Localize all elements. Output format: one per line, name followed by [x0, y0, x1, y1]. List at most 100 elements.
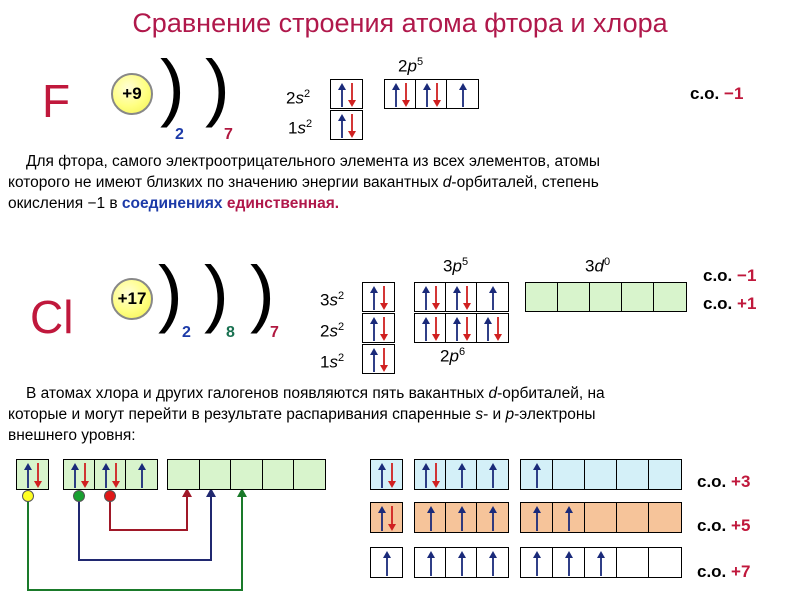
green-dot — [73, 490, 85, 502]
excited2-3p-orbital-cell — [476, 502, 509, 533]
electron-down-arrow-icon — [462, 317, 471, 341]
fluorine-2p-orbital-cell — [384, 79, 417, 109]
paragraph1-line3: окисления −1 в соединениях единственная. — [8, 195, 340, 212]
fluorine-1s-label: 1s2 — [288, 118, 313, 138]
paragraph2-line2: которые и могут перейти в результате рас… — [8, 406, 596, 423]
electron-up-arrow-icon — [382, 551, 391, 576]
electron-up-arrow-icon — [488, 551, 497, 576]
excited2-3d-orbital-cell — [520, 502, 554, 533]
electron-down-arrow-icon — [431, 286, 440, 310]
chlorine-3p-orbital-cell — [414, 282, 447, 312]
excited1-3p-orbital-cell — [445, 459, 478, 490]
electron-up-arrow-icon — [369, 317, 378, 341]
paragraph1-line1: Для фтора, самого электроотрицательного … — [26, 153, 601, 170]
fluorine-shell-2-count: 7 — [224, 126, 233, 143]
electron-up-arrow-icon — [457, 463, 466, 488]
electron-down-arrow-icon — [111, 463, 120, 488]
page-title: Сравнение строения атома фтора и хлора — [132, 8, 668, 38]
electron-down-arrow-icon — [379, 317, 388, 341]
electron-down-arrow-icon — [493, 317, 502, 341]
fluorine-shell-1-count: 2 — [175, 126, 184, 143]
excited3-3d-orbital-cell — [648, 547, 682, 578]
transition-line-p2 — [109, 492, 188, 531]
excited-state-2-oxidation: с.о. +5 — [697, 516, 751, 535]
excited2-3p-orbital-cell — [445, 502, 478, 533]
ground-3p-orbital-cell — [63, 459, 96, 490]
electron-up-arrow-icon — [101, 463, 110, 488]
electron-up-arrow-icon — [565, 506, 573, 531]
electron-up-arrow-icon — [23, 463, 32, 488]
fluorine-shell-1-arc: ) — [160, 45, 185, 128]
electron-up-arrow-icon — [422, 83, 431, 107]
electron-up-arrow-icon — [369, 348, 378, 372]
excited2-3p-orbital-cell — [414, 502, 447, 533]
excited-state-1-oxidation: с.о. +3 — [697, 472, 751, 491]
transition-arrowhead-s — [237, 488, 247, 497]
excited2-3d-orbital-cell — [584, 502, 618, 533]
electron-up-arrow-icon — [533, 463, 541, 488]
chlorine-3d-orbital-cell — [525, 282, 559, 312]
chlorine-2p-orbital-cell — [414, 313, 447, 343]
excited3-3p-orbital-cell — [445, 547, 478, 578]
electron-down-arrow-icon — [347, 114, 356, 138]
chlorine-1s-label: 1s2 — [320, 352, 345, 372]
excited3-3d-orbital-cell — [552, 547, 586, 578]
fluorine-description: Для фтора, самого электроотрицательного … — [8, 151, 798, 214]
excited1-3p-orbital-cell — [476, 459, 509, 490]
chlorine-1s-orbital-cell — [362, 344, 395, 374]
ground-3d-orbital-cell — [230, 459, 263, 490]
excited-state-3-oxidation: с.о. +7 — [697, 562, 751, 581]
yellow-dot — [22, 490, 34, 502]
excited1-3p-orbital-cell — [414, 459, 447, 490]
electron-up-arrow-icon — [421, 463, 430, 488]
electron-up-arrow-icon — [483, 317, 492, 341]
chlorine-symbol: Cl — [30, 291, 74, 343]
chlorine-3d-orbital-cell — [557, 282, 591, 312]
electron-up-arrow-icon — [452, 317, 461, 341]
excited3-3d-orbital-cell — [616, 547, 650, 578]
excited1-3d-orbital-cell — [648, 459, 682, 490]
electron-up-arrow-icon — [488, 463, 497, 488]
electron-up-arrow-icon — [377, 463, 386, 488]
excited1-3d-orbital-cell — [616, 459, 650, 490]
excited1-3d-orbital-cell — [584, 459, 618, 490]
ground-3d-orbital-cell — [167, 459, 200, 490]
electron-up-arrow-icon — [426, 551, 435, 576]
chlorine-2p-label: 2p6 — [440, 346, 466, 366]
chlorine-nucleus: +17 — [111, 278, 153, 320]
electron-down-arrow-icon — [33, 463, 42, 488]
chlorine-3p-orbital-cell — [445, 282, 478, 312]
electron-up-arrow-icon — [421, 286, 430, 310]
excited1-3d-orbital-cell — [520, 459, 554, 490]
ground-3p-orbital-cell — [125, 459, 158, 490]
electron-up-arrow-icon — [533, 551, 541, 576]
fluorine-symbol: F — [42, 75, 71, 127]
fluorine-1s-orbital-cell — [330, 110, 363, 140]
chlorine-description: В атомах хлора и других галогенов появля… — [8, 383, 798, 446]
ground-3d-orbital-cell — [293, 459, 326, 490]
excited2-3s-orbital-cell — [370, 502, 403, 533]
chlorine-3d-label: 3d0 — [585, 256, 611, 276]
electron-up-arrow-icon — [391, 83, 400, 107]
chlorine-3s-label: 3s2 — [320, 290, 345, 310]
electron-down-arrow-icon — [379, 348, 388, 372]
electron-up-arrow-icon — [565, 551, 573, 576]
chlorine-shell-3-arc: ) — [250, 251, 275, 334]
fluorine-2s-orbital-cell — [330, 79, 363, 109]
paragraph2-line1: В атомах хлора и других галогенов появля… — [26, 385, 605, 402]
chlorine-2p-orbital-cell — [476, 313, 509, 343]
chlorine-shell-1-arc: ) — [158, 251, 183, 334]
electron-up-arrow-icon — [421, 317, 430, 341]
electron-up-arrow-icon — [452, 286, 461, 310]
excited3-3p-orbital-cell — [476, 547, 509, 578]
electron-up-arrow-icon — [369, 286, 378, 310]
fluorine-nucleus: +9 — [111, 73, 153, 115]
ground-3p-orbital-cell — [94, 459, 127, 490]
chlorine-shell-3-count: 7 — [270, 324, 279, 341]
electron-down-arrow-icon — [387, 463, 396, 488]
chlorine-3p-orbital-cell — [476, 282, 509, 312]
ground-3d-orbital-cell — [261, 459, 295, 490]
excited3-3s-orbital-cell — [370, 547, 403, 578]
excited3-3d-orbital-cell — [584, 547, 618, 578]
